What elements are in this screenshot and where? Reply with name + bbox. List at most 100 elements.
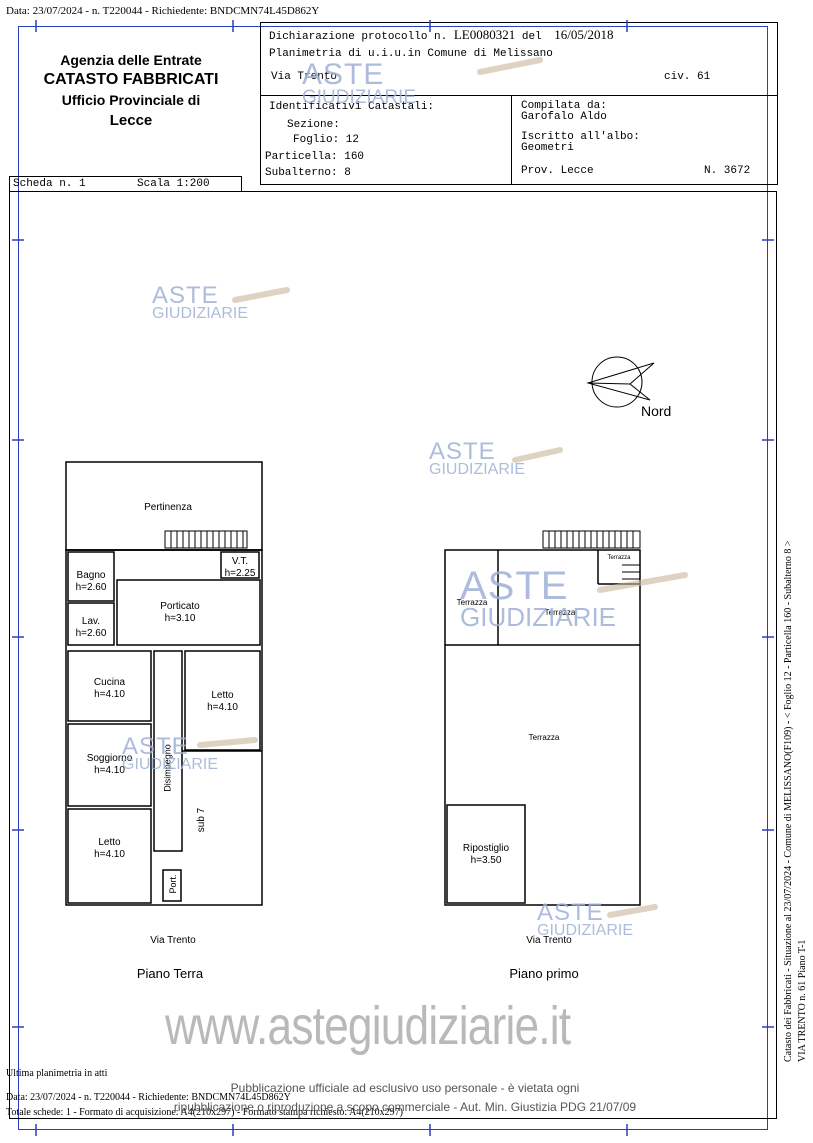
pp-stairs (542, 530, 641, 580)
wm-giudiziarie: GIUDIZIARIE (460, 602, 617, 632)
room-lav-height: h=2.60 (75, 628, 107, 639)
room-pertinenza: Pertinenza (144, 502, 192, 513)
footer-ultima: Ultima planimetria in atti (6, 1068, 108, 1079)
top-request-line: Data: 23/07/2024 - n. T220044 - Richiede… (6, 5, 320, 17)
protocol-number: LE0080321 (453, 27, 516, 42)
albo-number: N. 3672 (704, 165, 751, 177)
declaration-date: 16/05/2018 (554, 27, 614, 42)
wm-giudiziarie: GIUDIZIARIE (152, 305, 249, 322)
room-ripostiglio-height: h=3.50 (470, 855, 502, 866)
wm-giudiziarie: GIUDIZIARIE (429, 461, 526, 478)
wm-giudiziarie: GIUDIZIARIE (122, 756, 219, 773)
room-terrazza-mid: Terrazza (544, 608, 576, 617)
prov-label: Prov. Lecce (521, 165, 594, 177)
particella-label: Particella: 160 (265, 151, 365, 163)
declaration-del: del (521, 31, 542, 43)
catasto-title: CATASTO FABBRICATI (43, 71, 219, 88)
blue-frame (18, 26, 768, 1130)
wm-aste: ASTE (460, 564, 569, 608)
room-vt-height: h=2.25 (224, 568, 256, 579)
room-letto-2-height: h=4.10 (94, 849, 125, 860)
agency-block: Agenzia delle Entrate CATASTO FABBRICATI… (20, 52, 242, 129)
compilata-box (511, 95, 778, 185)
ufficio-label: Ufficio Provinciale di (61, 92, 201, 108)
nord-label: Nord (641, 403, 672, 419)
room-vt: V.T.h=2.25 (221, 556, 259, 580)
footer-pubblicazione-2: ripubblicazione o riproduzione a scopo c… (173, 1100, 637, 1114)
room-terrazza-small: Terrazza (607, 555, 631, 561)
room-cucina-name: Cucina (93, 677, 126, 688)
wm-aste: ASTE (122, 733, 189, 760)
via-line: Via Trento (271, 71, 338, 83)
footer-pubblicazione-1: Pubblicazione ufficiale ad esclusivo uso… (230, 1081, 580, 1095)
wm-giudiziarie: GIUDIZIARIE (302, 87, 417, 108)
footer-data: Data: 23/07/2024 - n. T220044 - Richiede… (6, 1092, 291, 1103)
piano-terra-label: Piano Terra (136, 966, 204, 981)
room-ripostiglio-name: Ripostiglio (462, 843, 510, 854)
room-soggiorno-name: Soggiorno (86, 753, 133, 764)
foglio-label: Foglio: 12 (293, 134, 360, 146)
pt-stairs (164, 530, 248, 549)
room-port: Port. (168, 874, 178, 894)
room-sub7: sub 7 (196, 807, 207, 833)
declaration-line: Dichiarazione protocollo n. LE0080321 de… (269, 27, 614, 43)
drawing-frame (9, 191, 777, 1119)
albo-value: Geometri (521, 142, 574, 154)
civ-line: civ. 61 (664, 71, 711, 83)
sezione-label: Sezione: (287, 119, 340, 131)
street-label-pp: Via Trento (526, 935, 572, 946)
room-lav: Lav.h=2.60 (68, 616, 114, 640)
room-letto-2-name: Letto (98, 837, 121, 848)
declaration-prefix: Dichiarazione protocollo n. (269, 31, 448, 43)
room-vt-name: V.T. (231, 556, 249, 567)
room-cucina-height: h=4.10 (94, 689, 125, 700)
gavel-marks (197, 57, 688, 918)
watermark-site: www.astegiudiziarie.it (165, 996, 571, 1056)
room-terrazza-left: Terrazza (456, 598, 488, 607)
room-porticato-name: Porticato (160, 601, 200, 612)
room-soggiorno-height: h=4.10 (94, 765, 125, 776)
frame-ticks (12, 20, 774, 1136)
wm-aste: ASTE (537, 899, 604, 926)
room-letto-1-height: h=4.10 (207, 702, 238, 713)
wm-aste: ASTE (152, 282, 219, 309)
piano-terra-plan (65, 461, 263, 906)
side-situazione-text: Catasto dei Fabbricati - Situazione al 2… (783, 540, 794, 1062)
planimetria-line: Planimetria di u.i.u.in Comune di Meliss… (269, 48, 553, 60)
wm-giudiziarie: GIUDIZIARIE (537, 922, 634, 939)
room-porticato-height: h=3.10 (164, 613, 196, 624)
albo-label: Iscritto all'albo: (521, 131, 640, 143)
room-lav-name: Lav. (81, 616, 101, 627)
ufficio-city: Lecce (109, 112, 153, 129)
agency-name: Agenzia delle Entrate (60, 52, 202, 68)
room-letto-1-name: Letto (211, 690, 234, 701)
street-label-pt: Via Trento (150, 935, 196, 946)
piano-primo-label: Piano primo (509, 966, 579, 981)
room-bagno-name: Bagno (76, 570, 106, 581)
wm-aste: ASTE (302, 58, 385, 91)
scala-label: Scala 1:200 (137, 178, 210, 190)
subalterno-label: Subalterno: 8 (265, 167, 351, 179)
compilata-name: Garofalo Aldo (521, 111, 607, 123)
compilata-label: Compilata da: (521, 100, 607, 112)
side-address-text: VIA TRENTO n. 61 Piano T-1 (797, 939, 808, 1062)
wm-aste: ASTE (429, 438, 496, 465)
room-terrazza-main: Terrazza (528, 733, 560, 742)
footer-totale: Totale schede: 1 - Formato di acquisizio… (6, 1107, 403, 1118)
scheda-label: Scheda n. 1 (13, 178, 86, 190)
room-bagno-height: h=2.60 (75, 582, 107, 593)
